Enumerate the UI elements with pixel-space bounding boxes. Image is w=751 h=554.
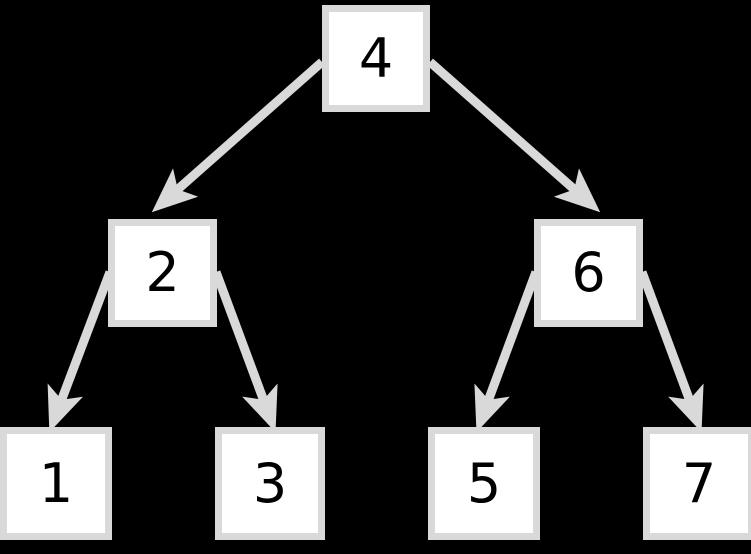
tree-node-1[interactable]: 1 [0, 427, 112, 540]
tree-edge-4-to-6 [427, 58, 601, 213]
tree-node-4[interactable]: 4 [322, 5, 430, 112]
tree-edge-6-to-7 [637, 270, 704, 433]
tree-node-label: 6 [571, 241, 606, 304]
tree-node-label: 7 [681, 451, 717, 515]
tree-edge-2-to-3 [211, 270, 278, 433]
tree-node-3[interactable]: 3 [215, 427, 325, 540]
tree-node-7[interactable]: 7 [643, 427, 751, 540]
tree-node-label: 1 [38, 451, 74, 515]
tree-node-5[interactable]: 5 [428, 427, 540, 540]
tree-node-2[interactable]: 2 [108, 219, 217, 327]
tree-node-6[interactable]: 6 [534, 219, 643, 327]
tree-node-label: 5 [466, 451, 502, 515]
tree-edge-4-to-2 [151, 58, 325, 213]
tree-node-label: 4 [358, 26, 394, 90]
tree-node-label: 2 [145, 241, 180, 304]
tree-edge-6-to-5 [474, 270, 541, 433]
tree-node-label: 3 [252, 451, 288, 515]
tree-edge-2-to-1 [47, 270, 115, 433]
